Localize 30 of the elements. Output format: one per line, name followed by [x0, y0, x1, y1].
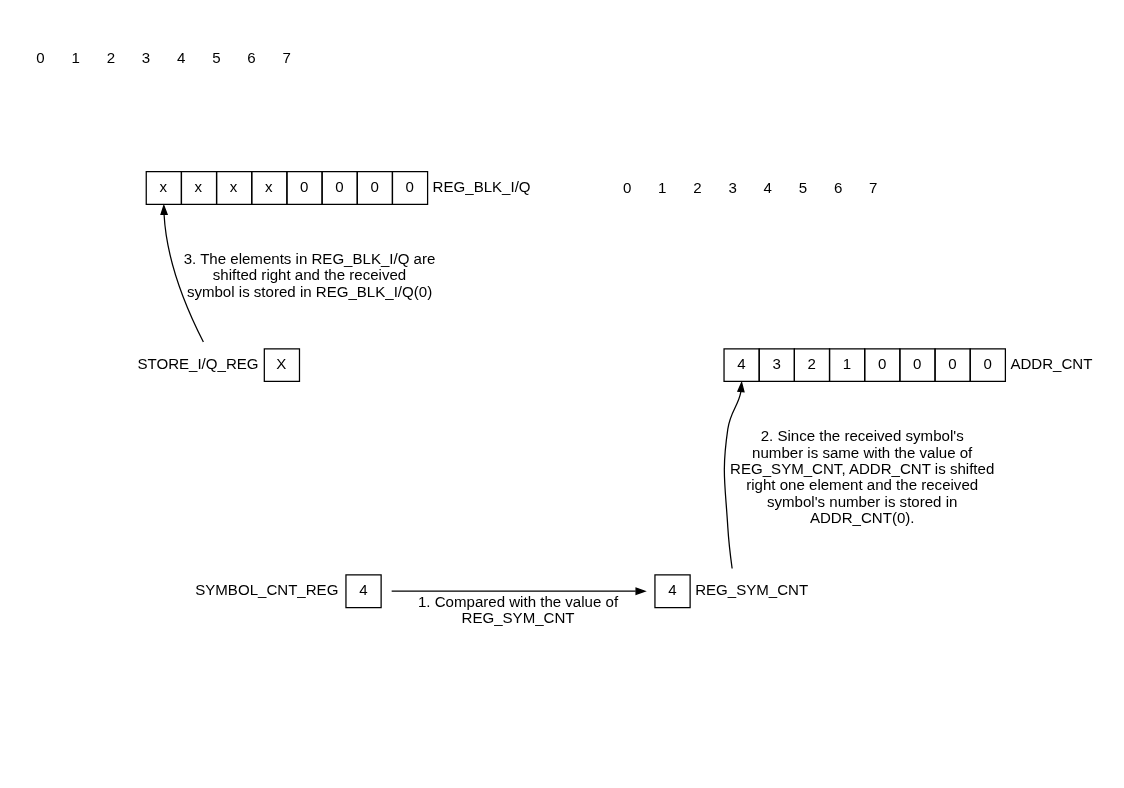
arrow: [391, 587, 647, 596]
node-label: STORE_I/Q_REG: [137, 355, 259, 372]
label: 4: [763, 178, 772, 196]
label: 0: [36, 49, 45, 67]
label: 0: [622, 178, 632, 196]
label: 2: [106, 49, 116, 67]
node-label: SYMBOL_CNT_REG: [195, 581, 339, 599]
label: 7: [869, 178, 878, 196]
arrow: [723, 380, 745, 570]
label: 1: [71, 49, 80, 67]
label: 6: [247, 49, 256, 67]
label: 5: [212, 49, 221, 67]
label: 3: [141, 49, 151, 67]
node-box: 4: [654, 574, 691, 609]
edge-label: 1. Compared with the value of REG_SYM_CNT: [417, 593, 619, 627]
edge-label: 3. The elements in REG_BLK_I/Q are shifted right and the received symbol is stored in REG_BLK_I/Q(0): [183, 250, 436, 300]
label: 7: [282, 49, 291, 67]
node-label: ADDR_CNT: [1010, 355, 1093, 372]
label: 6: [833, 178, 843, 196]
node-box: 4: [345, 574, 382, 609]
label: 3: [728, 178, 737, 196]
arrow: [160, 203, 204, 343]
label: 2: [693, 178, 702, 196]
label: 4: [177, 49, 186, 67]
edge-label: 2. Since the received symbol's number is same with the value of REG_SYM_CNT, ADDR_CNT is shifted right one element and the received symbol's number is stored in ADDR_CNT(0).: [730, 427, 995, 526]
node-box: X: [263, 348, 301, 383]
label: 1: [658, 178, 667, 196]
node-label: REG_BLK_I/Q: [432, 177, 531, 195]
node-label: REG_SYM_CNT: [695, 581, 809, 599]
label: 5: [798, 178, 808, 196]
